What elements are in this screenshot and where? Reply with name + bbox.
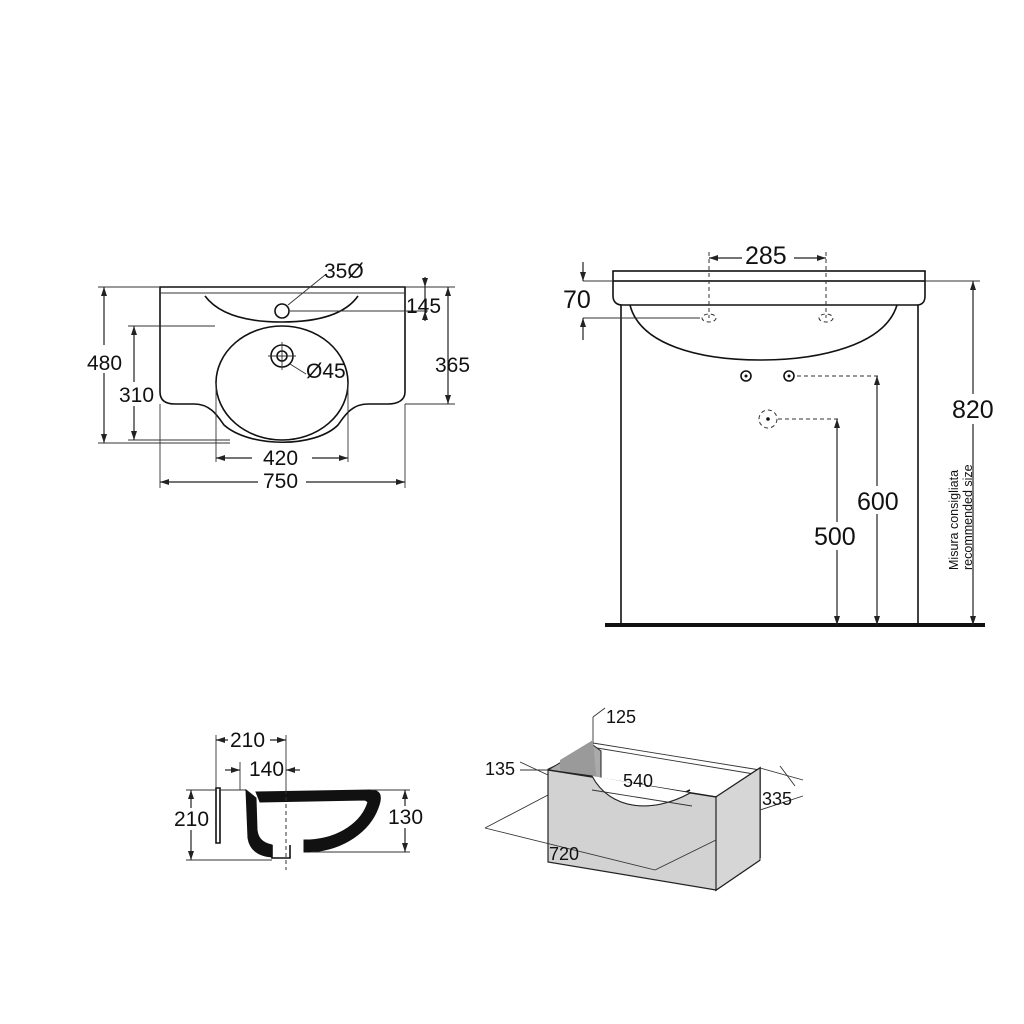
cabinet-body	[620, 305, 919, 625]
label-140: 140	[249, 758, 284, 781]
bowl-profile	[629, 304, 898, 361]
tap-hole-left	[701, 313, 717, 323]
tap-hole-right	[818, 313, 834, 323]
label-365: 365	[435, 354, 470, 377]
basin-rim	[612, 270, 926, 282]
label-210-top: 210	[230, 729, 265, 752]
label-130: 130	[388, 806, 423, 829]
wall-bracket	[215, 787, 221, 844]
basin-outline	[159, 286, 406, 444]
label-285: 285	[745, 242, 787, 270]
section-view: 210 140 210 130	[172, 728, 426, 870]
top-view: 35Ø 145 480 365 310 Ø45 420 750	[87, 260, 470, 493]
label-310: 310	[119, 384, 154, 407]
label-720: 720	[549, 844, 579, 864]
note-recommended-size: recommended size	[961, 464, 975, 570]
supply-valve-right	[783, 370, 795, 382]
tap-hole	[274, 303, 290, 319]
label-70: 70	[563, 286, 591, 314]
front-view: 285 70 600 500 820 Misura consigliata re…	[563, 242, 1000, 627]
label-135: 135	[485, 759, 515, 779]
label-45-drain: Ø45	[306, 360, 346, 383]
label-35-tap: 35Ø	[324, 260, 364, 283]
label-420: 420	[263, 447, 298, 470]
cabinet-view: 125 135 540 335 720	[484, 707, 804, 892]
supply-valve-left	[740, 370, 752, 382]
waste-outlet	[758, 409, 778, 429]
label-540: 540	[623, 771, 653, 791]
label-820: 820	[952, 396, 994, 424]
label-125: 125	[606, 707, 636, 727]
label-145: 145	[406, 295, 441, 318]
label-600: 600	[857, 488, 899, 516]
label-335: 335	[762, 789, 792, 809]
label-210-left: 210	[174, 808, 209, 831]
deck-curve	[204, 295, 359, 323]
note-misura-consigliata: Misura consigliata	[947, 470, 961, 570]
label-480: 480	[87, 352, 122, 375]
basin-section-bowl	[255, 789, 381, 853]
label-500: 500	[814, 523, 856, 551]
label-750: 750	[263, 470, 298, 493]
